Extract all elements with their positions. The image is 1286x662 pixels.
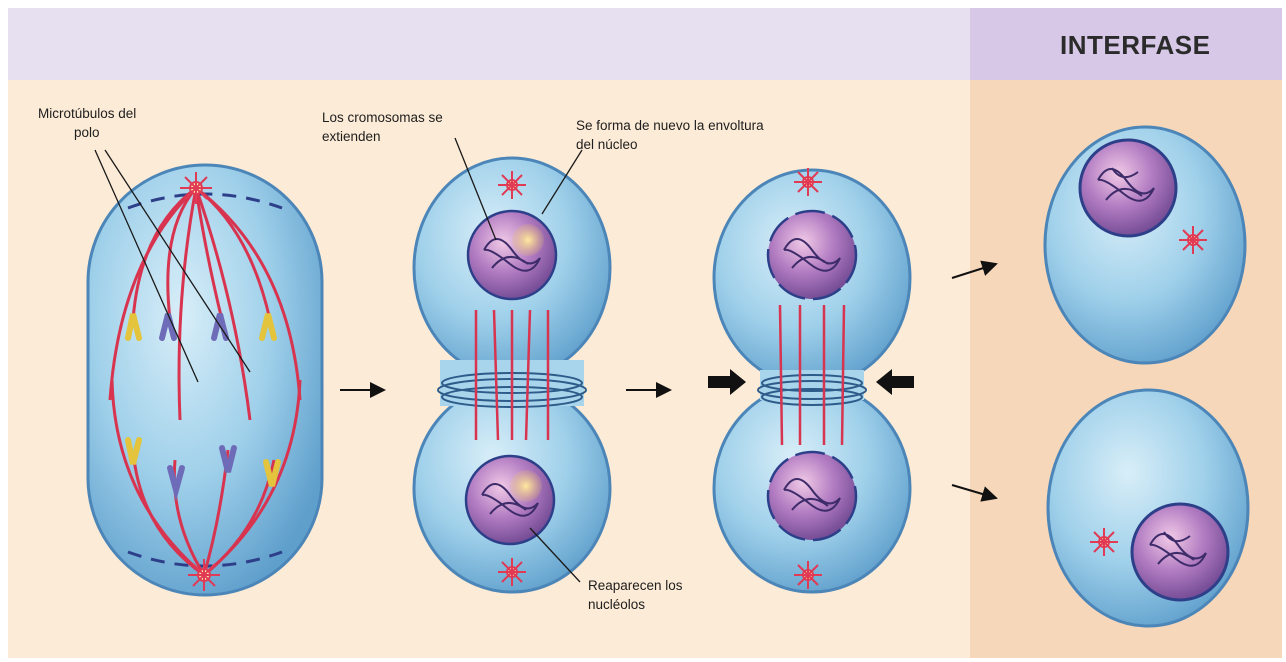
label-nuclear-envelope: Se forma de nuevo la envoltura del núcle… bbox=[576, 116, 764, 154]
telophase-cell-early bbox=[414, 158, 610, 592]
centrosome-2-bottom bbox=[498, 558, 526, 586]
label-nuclear-envelope-line2: del núcleo bbox=[576, 135, 764, 154]
centrosome-2-top bbox=[498, 171, 526, 199]
label-nucleoli-line2: nucléolos bbox=[588, 595, 683, 614]
anaphase-cell bbox=[88, 165, 322, 595]
label-chromosomes-extend-line2: extienden bbox=[322, 127, 443, 146]
nucleus-bottom-2 bbox=[466, 456, 554, 544]
label-chromosomes-extend-line1: Los cromosomas se bbox=[322, 108, 443, 127]
label-polar-microtubules: Microtúbulos del polo bbox=[38, 104, 136, 142]
nucleus-top-2 bbox=[468, 211, 556, 299]
label-polar-microtubules-line1: Microtúbulos del bbox=[38, 104, 136, 123]
arrow-to-daughter-bottom bbox=[952, 485, 996, 498]
daughter-cell-top bbox=[1045, 127, 1245, 363]
label-nucleoli-line1: Reaparecen los bbox=[588, 576, 683, 595]
label-nuclear-envelope-line1: Se forma de nuevo la envoltura bbox=[576, 116, 764, 135]
telophase-cell-late bbox=[708, 168, 914, 592]
nucleus-bottom-3 bbox=[768, 452, 856, 540]
label-nucleoli: Reaparecen los nucléolos bbox=[588, 576, 683, 614]
arrow-to-daughter-top bbox=[952, 264, 996, 278]
nucleus-top-3 bbox=[768, 211, 856, 299]
cleavage-arrow-left bbox=[708, 369, 746, 395]
daughter-cell-bottom bbox=[1048, 390, 1248, 626]
label-polar-microtubules-line2: polo bbox=[38, 123, 136, 142]
label-chromosomes-extend: Los cromosomas se extienden bbox=[322, 108, 443, 146]
cleavage-arrow-right bbox=[876, 369, 914, 395]
